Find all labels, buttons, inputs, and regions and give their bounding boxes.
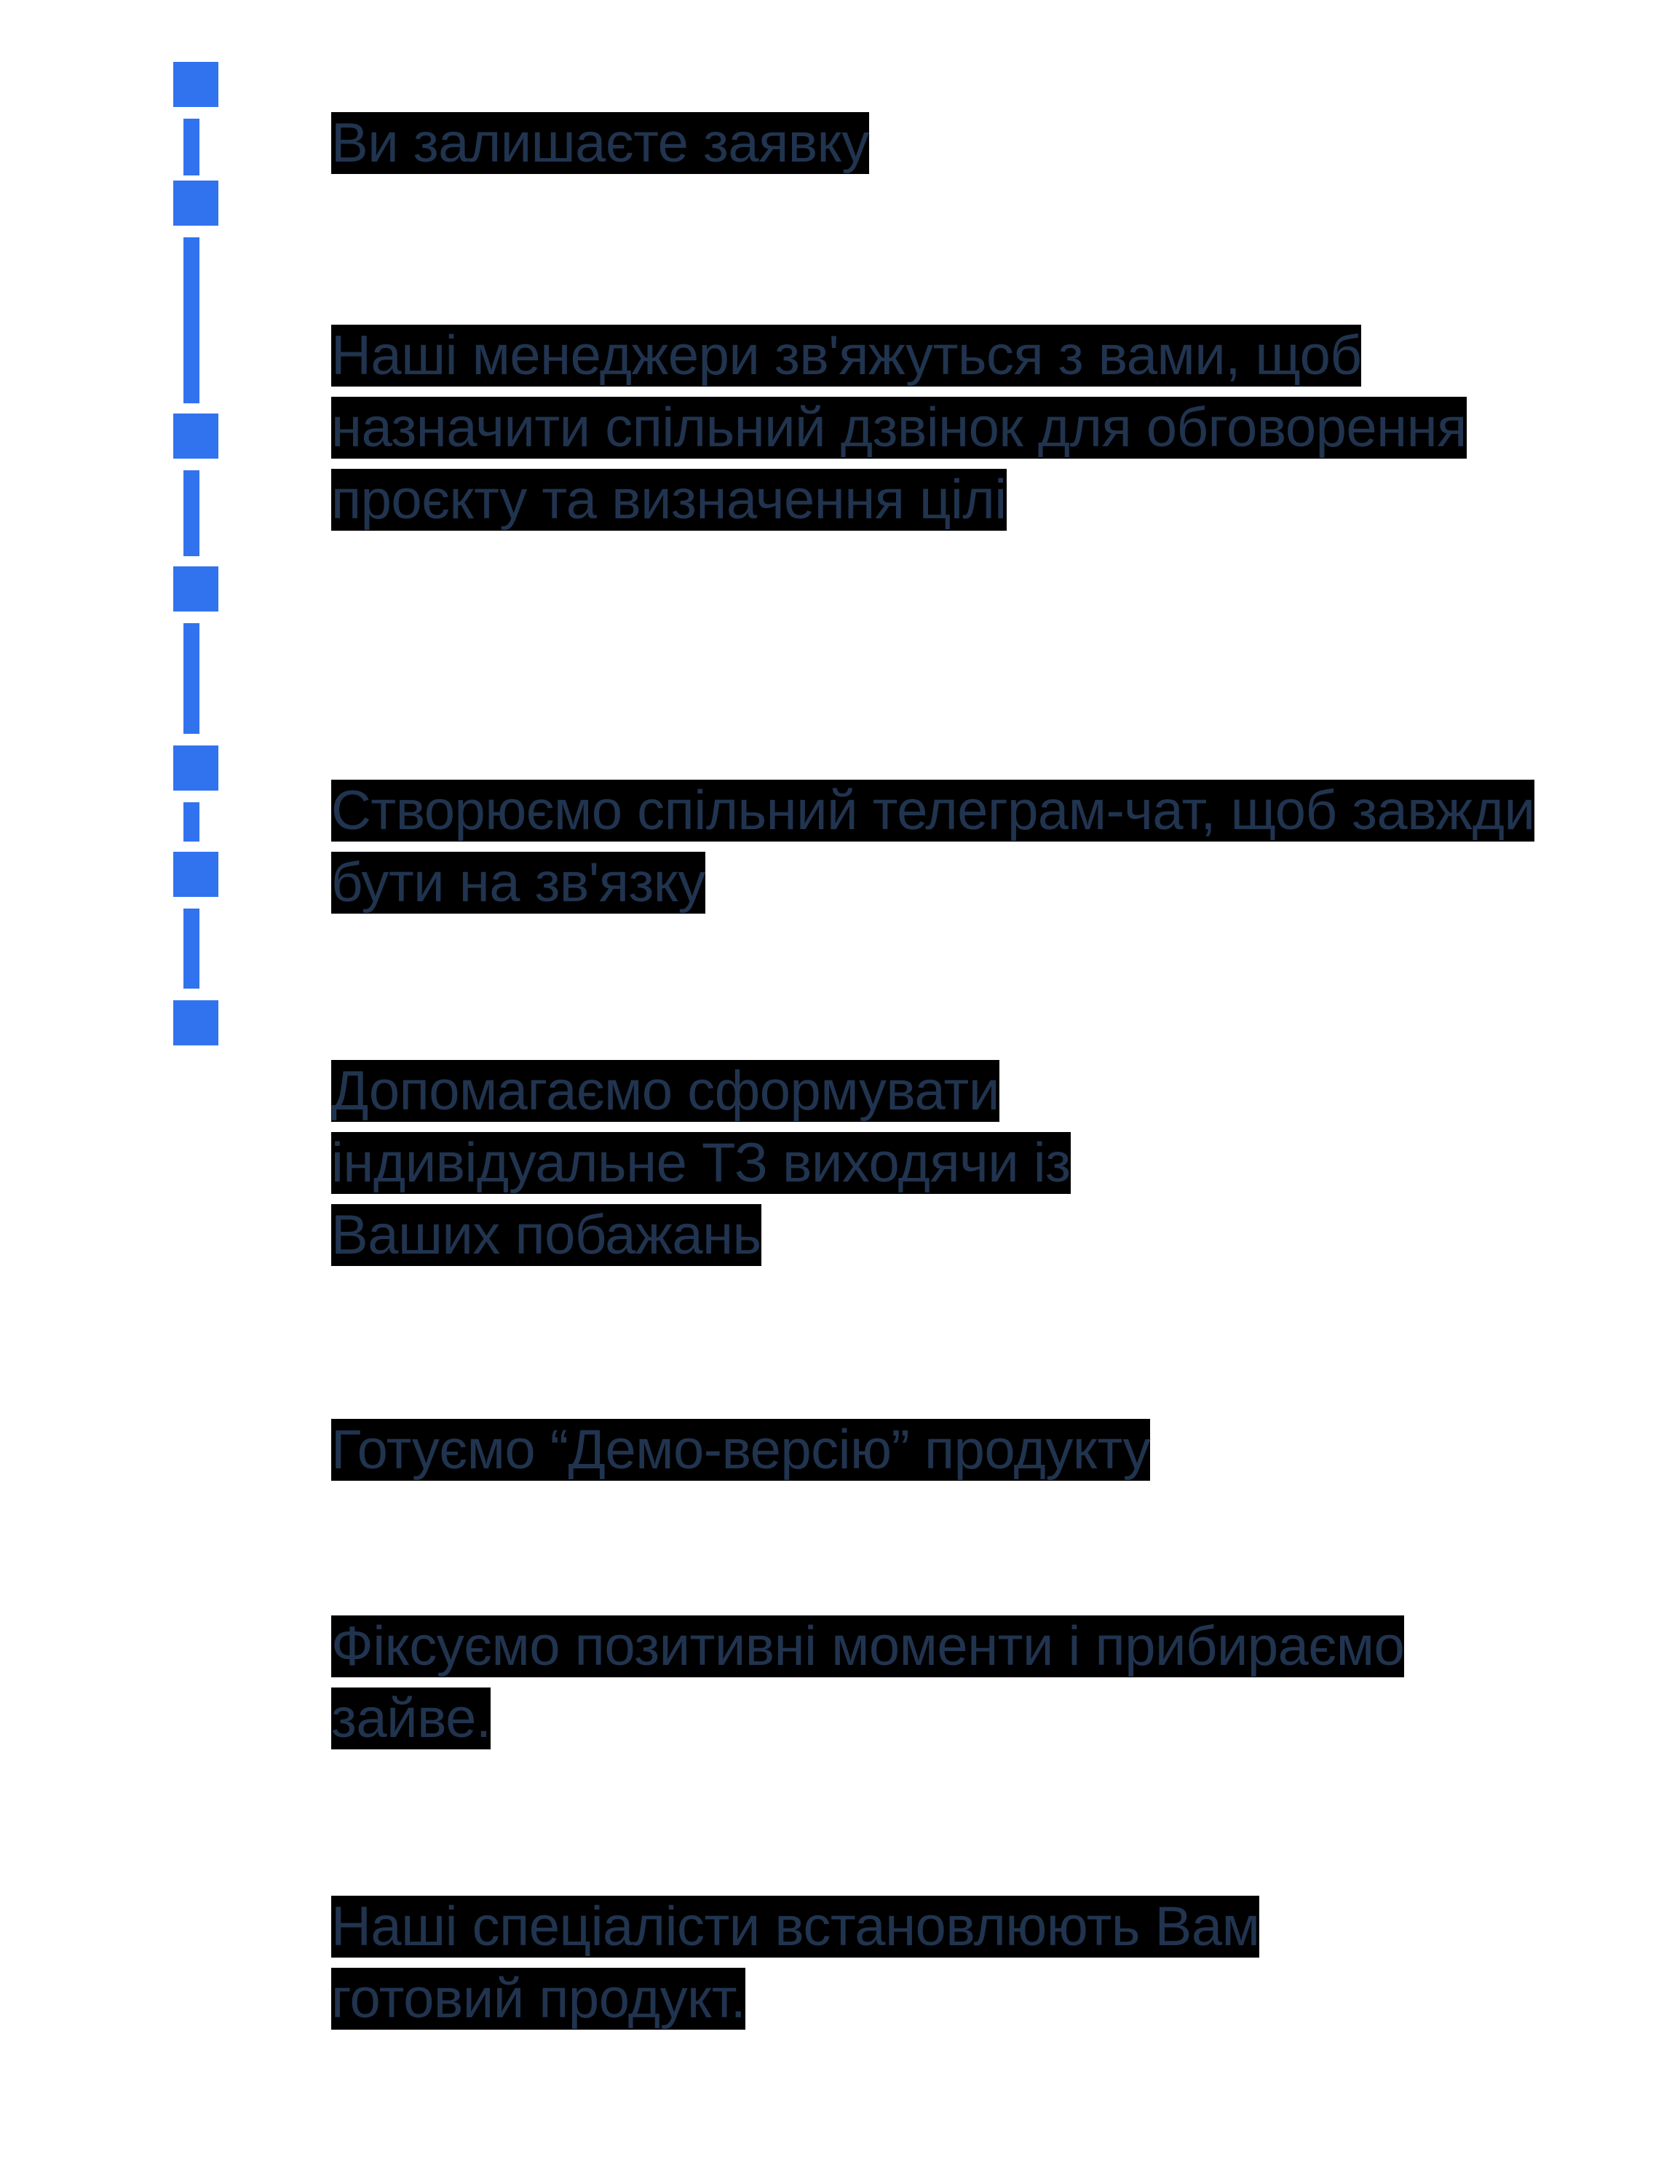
step-item-4: Допомагаємо сформувати індивідуальне ТЗ … — [331, 1056, 1197, 1271]
timeline-rail — [0, 0, 247, 2184]
step-text-7: Наші спеціалісти встановлюють Вам готови… — [331, 1896, 1260, 2030]
timeline-marker-7 — [173, 1000, 218, 1045]
timeline-dash-3 — [183, 470, 199, 556]
step-text-wrapper-1: Ви залишаєте заявку — [331, 108, 869, 180]
step-text-wrapper-4: Допомагаємо сформувати індивідуальне ТЗ … — [331, 1056, 1197, 1271]
timeline-marker-3 — [173, 414, 218, 459]
timeline-marker-1 — [173, 62, 218, 107]
timeline-dash-2 — [183, 237, 199, 403]
timeline-dash-4 — [183, 623, 199, 734]
timeline-dash-6 — [183, 909, 199, 989]
step-text-wrapper-3: Створюємо спільний телеграм-чат, щоб зав… — [331, 775, 1569, 919]
step-text-5: Готуємо “Демо-версію” продукту — [331, 1419, 1151, 1481]
step-item-3: Створюємо спільний телеграм-чат, щоб зав… — [331, 775, 1569, 919]
step-text-wrapper-6: Фіксуємо позитивні моменти і прибираємо … — [331, 1611, 1408, 1755]
step-text-1: Ви залишаєте заявку — [331, 112, 869, 174]
timeline-dash-1 — [183, 119, 199, 175]
step-text-wrapper-5: Готуємо “Демо-версію” продукту — [331, 1415, 1151, 1487]
timeline-marker-2 — [173, 181, 218, 226]
timeline-dash-5 — [183, 802, 199, 842]
timeline-marker-4 — [173, 566, 218, 612]
step-text-wrapper-7: Наші спеціалісти встановлюють Вам готови… — [331, 1891, 1445, 2035]
step-text-wrapper-2: Наші менеджери зв'яжуться з вами, щоб на… — [331, 320, 1561, 536]
step-text-3: Створюємо спільний телеграм-чат, щоб зав… — [331, 780, 1535, 914]
step-item-2: Наші менеджери зв'яжуться з вами, щоб на… — [331, 320, 1561, 536]
timeline-marker-6 — [173, 852, 218, 897]
step-item-1: Ви залишаєте заявку — [331, 108, 869, 180]
timeline-marker-5 — [173, 745, 218, 791]
step-text-4: Допомагаємо сформувати індивідуальне ТЗ … — [331, 1060, 1071, 1266]
step-item-6: Фіксуємо позитивні моменти і прибираємо … — [331, 1611, 1408, 1755]
step-item-5: Готуємо “Демо-версію” продукту — [331, 1415, 1151, 1487]
step-item-7: Наші спеціалісти встановлюють Вам готови… — [331, 1891, 1445, 2035]
step-text-6: Фіксуємо позитивні моменти і прибираємо … — [331, 1615, 1405, 1749]
step-text-2: Наші менеджери зв'яжуться з вами, щоб на… — [331, 325, 1467, 531]
